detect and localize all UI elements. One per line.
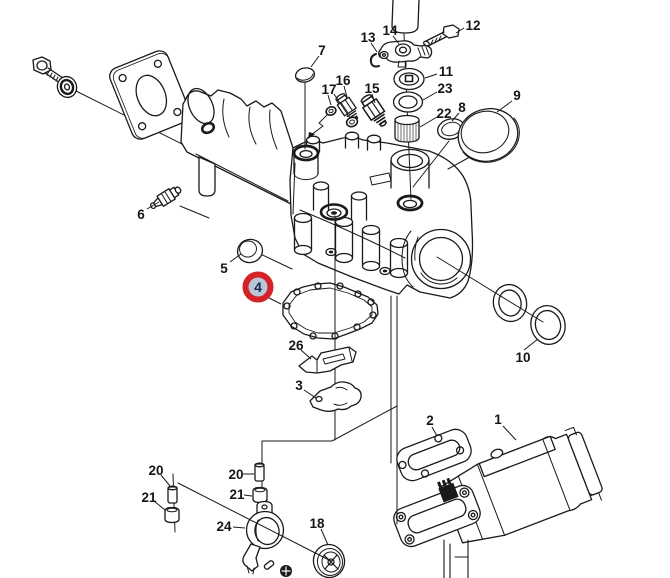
leader-line-part-1 xyxy=(502,425,517,441)
plug-cap-7 xyxy=(294,67,316,83)
leader-line-part-16 xyxy=(343,85,348,98)
lever-holder xyxy=(242,500,285,575)
end-cap-9 xyxy=(457,108,520,163)
leader-line-part-12 xyxy=(455,27,465,34)
leader-line-part-8 xyxy=(451,112,460,122)
part-label-17[interactable]: 17 xyxy=(321,82,336,97)
cap8-axis-line xyxy=(412,140,450,188)
pin-20-left xyxy=(167,485,178,504)
rocker-lever xyxy=(378,40,433,68)
valve-housing-body xyxy=(289,131,474,299)
leader-line-part-23 xyxy=(422,91,438,101)
leader-line-part-14 xyxy=(392,35,400,45)
middle-bore xyxy=(319,203,349,221)
leader-line-part-7 xyxy=(310,55,320,68)
mounting-bracket xyxy=(309,381,362,412)
part-label-21[interactable]: 21 xyxy=(141,490,157,505)
seat-ring xyxy=(392,91,424,113)
spring-washer xyxy=(393,67,425,91)
part-label-11[interactable]: 11 xyxy=(439,64,454,79)
part-label-14[interactable]: 14 xyxy=(382,23,398,38)
pin-20-mid xyxy=(254,462,265,482)
part-label-12[interactable]: 12 xyxy=(465,18,480,33)
leader-line-part-6 xyxy=(146,201,160,210)
leader-line-part-20 xyxy=(160,474,171,487)
gasket xyxy=(282,282,379,340)
actuator-unit xyxy=(393,426,603,578)
small-pin xyxy=(263,560,275,570)
outlet-axis-line xyxy=(436,256,544,323)
cup-plug-5 xyxy=(236,238,264,264)
washer xyxy=(56,75,78,99)
part-label-16[interactable]: 16 xyxy=(335,73,351,88)
part-label-24[interactable]: 24 xyxy=(216,519,232,534)
bushing xyxy=(394,114,420,143)
leader-line-part-22 xyxy=(419,116,438,128)
push-rod xyxy=(391,0,420,34)
leader-line-part-24 xyxy=(232,526,246,529)
part-label-26[interactable]: 26 xyxy=(288,338,304,353)
leader-line-part-9 xyxy=(496,100,513,113)
o-rings xyxy=(325,106,359,128)
leader-line-part-21 xyxy=(153,500,166,511)
part-label-8[interactable]: 8 xyxy=(458,100,466,115)
leader-line-part-18 xyxy=(320,528,329,546)
lever-axis-line xyxy=(177,482,332,562)
leader-line-part-13 xyxy=(370,42,378,53)
seal-rings xyxy=(492,283,566,346)
part-label-6[interactable]: 6 xyxy=(137,207,145,222)
branch-leader xyxy=(261,405,398,509)
part-label-18[interactable]: 18 xyxy=(309,516,325,531)
leader-line-part-3 xyxy=(303,389,317,399)
fitting-large xyxy=(360,94,387,127)
part-label-3[interactable]: 3 xyxy=(295,378,303,393)
cap-21-left xyxy=(164,506,180,524)
part-label-22[interactable]: 22 xyxy=(436,106,451,121)
part-label-9[interactable]: 9 xyxy=(513,88,521,103)
leader-line-part-26 xyxy=(300,349,312,360)
stud-bosses-bottom xyxy=(293,181,409,279)
leader-line-part-15 xyxy=(371,93,376,104)
leader-line-part-2 xyxy=(431,426,438,437)
part-label-15[interactable]: 15 xyxy=(364,81,380,96)
cap-21-mid xyxy=(252,486,268,504)
plug-boss xyxy=(292,144,320,181)
leader-line-part-11 xyxy=(424,73,438,79)
clip xyxy=(369,53,380,68)
screw xyxy=(280,565,292,577)
leader-line-part-10 xyxy=(523,338,539,351)
connector-block xyxy=(437,477,459,503)
part6-axis-line xyxy=(179,205,210,219)
part-label-7[interactable]: 7 xyxy=(318,43,326,58)
leader-line-part-5 xyxy=(229,253,242,263)
retainer-clip xyxy=(298,346,357,374)
adjust-bolt xyxy=(423,24,460,47)
housing-manifold-arm xyxy=(180,87,294,206)
part-label-5[interactable]: 5 xyxy=(220,261,228,276)
break-arrow xyxy=(308,114,328,139)
part-label-23[interactable]: 23 xyxy=(437,81,453,96)
flange-plate xyxy=(109,50,191,140)
part-label-10[interactable]: 10 xyxy=(515,350,530,365)
part-label-21[interactable]: 21 xyxy=(229,487,245,502)
highlight-ring-part-4[interactable] xyxy=(242,271,274,303)
leader-line-part-17 xyxy=(327,94,332,106)
gasket-bolt-holes xyxy=(283,282,377,340)
cam-disc xyxy=(312,543,346,578)
leader-line-part-17 xyxy=(333,93,351,119)
part-label-1[interactable]: 1 xyxy=(494,412,502,427)
leader-line-part-4 xyxy=(266,296,282,305)
leader-line-part-21 xyxy=(243,494,253,497)
part-label-20[interactable]: 20 xyxy=(148,463,163,478)
part-label-20[interactable]: 20 xyxy=(228,467,243,482)
part-label-4-highlighted[interactable]: 4 xyxy=(254,279,262,295)
flange-gasket xyxy=(396,428,472,482)
part-label-2[interactable]: 2 xyxy=(426,413,434,428)
part-label-13[interactable]: 13 xyxy=(360,30,376,45)
sensor-valve xyxy=(149,186,182,210)
